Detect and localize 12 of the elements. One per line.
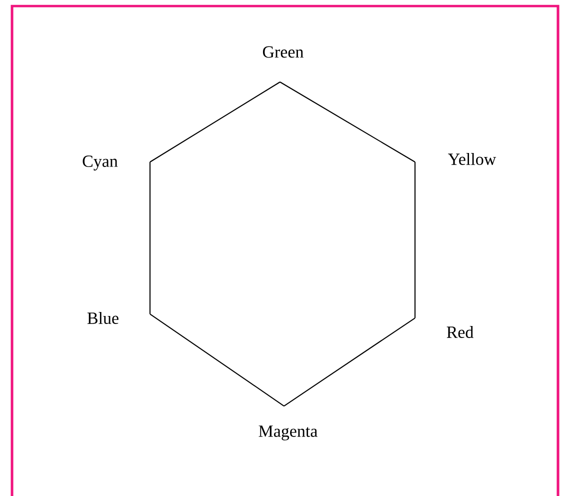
vertex-label: Magenta [258, 426, 318, 440]
vertex-label: Cyan [82, 156, 118, 170]
vertex-label: Yellow [448, 153, 496, 165]
hexagon-side [150, 314, 284, 406]
vertex-label: Red [446, 326, 474, 338]
vertex-label: Blue [87, 312, 118, 324]
hexagon-side [280, 82, 416, 162]
hexagon-side [149, 162, 151, 314]
hexagon-side [414, 162, 416, 318]
vertex-label: Green [262, 46, 304, 58]
hexagon-side [284, 318, 416, 406]
hexagon-side [150, 82, 280, 162]
